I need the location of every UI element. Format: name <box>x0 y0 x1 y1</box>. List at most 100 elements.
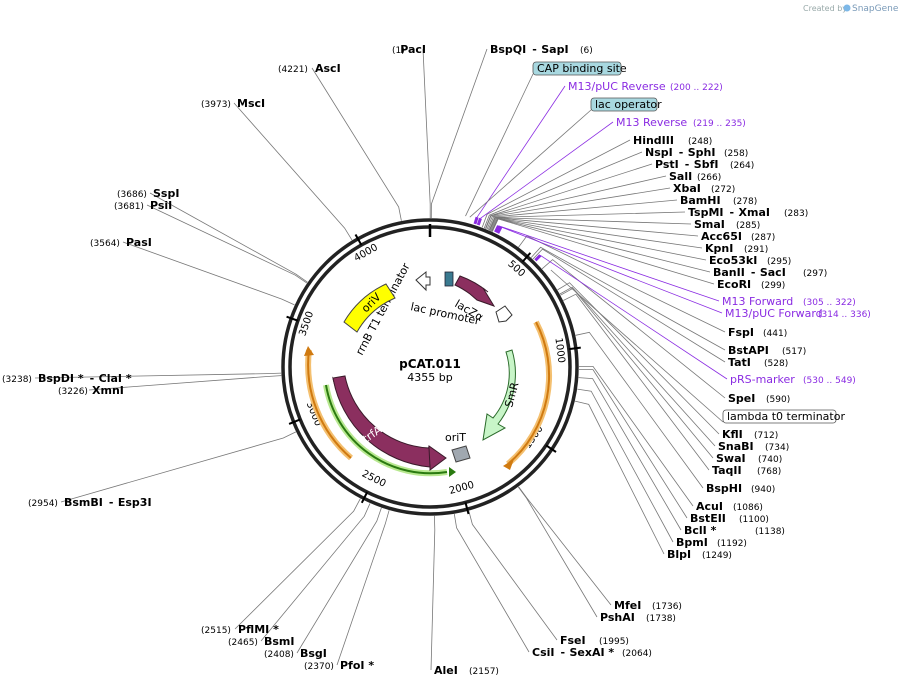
leader-nspi <box>483 151 643 229</box>
leader-fsei <box>468 510 558 641</box>
site-position: (272) <box>711 185 735 195</box>
site-snabi[interactable]: SnaBI (734) <box>718 440 789 453</box>
site-bstapi[interactable]: BstAPI(517) <box>728 344 806 357</box>
site-acc65i[interactable]: Acc65I(287) <box>701 230 775 243</box>
site-bsmbi[interactable]: BsmBI-Esp3I(2954) <box>28 496 152 509</box>
site-name: Acc65I <box>701 230 742 243</box>
site-paci[interactable]: PacI(1) <box>392 43 426 56</box>
site-position: (278) <box>733 197 757 207</box>
site-name-2: SphI <box>688 146 716 159</box>
site-bsphi[interactable]: BspHI(940) <box>706 482 775 495</box>
site-mfei[interactable]: MfeI(1736) <box>614 599 682 612</box>
feature-box-cap-binding-site[interactable]: CAP binding site <box>532 61 627 76</box>
site-sali[interactable]: SalI(266) <box>669 170 721 183</box>
site-pasi[interactable]: PasI(3564) <box>90 236 152 249</box>
site-position: (299) <box>761 281 785 291</box>
primer-prs-marker[interactable]: pRS-marker(530 .. 549) <box>730 373 856 386</box>
leader-tspmi <box>488 211 686 231</box>
site-position: (2954) <box>28 499 58 509</box>
site-swai[interactable]: SwaI(740) <box>716 452 782 465</box>
primer-m13-forward[interactable]: M13 Forward(305 .. 322) <box>722 295 856 308</box>
site-fsei[interactable]: FseI(1995) <box>560 634 629 647</box>
site-psti[interactable]: PstI-SbfI(264) <box>655 158 754 171</box>
site-spei[interactable]: SpeI(590) <box>728 392 790 405</box>
site-name: MfeI <box>614 599 641 612</box>
leader-csii <box>453 513 530 653</box>
leader-taqii <box>563 293 710 471</box>
site-fspi[interactable]: FspI(441) <box>728 326 787 339</box>
feature-box-lac-operator[interactable]: lac operator <box>590 97 662 112</box>
credit-prefix: Created by <box>803 4 847 13</box>
site-position: (734) <box>765 443 789 453</box>
site-tspmi[interactable]: TspMI-XmaI(283) <box>688 206 808 219</box>
site-bspqi[interactable]: BspQI-SapI(6) <box>490 43 593 56</box>
site-position: (283) <box>784 209 808 219</box>
site-bamhi[interactable]: BamHI(278) <box>680 194 757 207</box>
site-asci[interactable]: AscI(4221) <box>278 62 341 75</box>
site-name: KflI <box>722 428 743 441</box>
site-kfli[interactable]: KflI(712) <box>722 428 778 441</box>
primer-m13-puc-forward[interactable]: M13/pUC Forward(314 .. 336) <box>725 307 871 320</box>
leader-tati <box>532 248 726 363</box>
site-psii[interactable]: PsiI(3681) <box>114 199 172 212</box>
site-bsgi[interactable]: BsgI(2408) <box>264 647 327 660</box>
site-position: (291) <box>744 245 768 255</box>
site-hindiii[interactable]: HindIII(248) <box>633 134 712 147</box>
primer-leader-m13-puc-forward <box>500 226 723 314</box>
site-eco53ki[interactable]: Eco53kI(295) <box>709 254 791 267</box>
site-bpmi[interactable]: BpmI(1192) <box>676 536 747 549</box>
site-kpni[interactable]: KpnI(291) <box>705 242 768 255</box>
site-name: PshAI <box>600 611 635 624</box>
site-smai[interactable]: SmaI(285) <box>694 218 760 231</box>
leader-bsphi <box>575 331 704 489</box>
box-leader-cap-binding-site <box>465 73 534 217</box>
feature-box-lambda-t0-terminator[interactable]: lambda t0 terminator <box>722 409 845 424</box>
site-csii[interactable]: CsiI-SexAI *(2064) <box>532 646 652 659</box>
leader-bsmi <box>260 503 371 642</box>
site-position: (441) <box>763 329 787 339</box>
primer-mark-m13-reverse <box>476 217 482 226</box>
site-position: (4221) <box>278 65 308 75</box>
site-pshai[interactable]: PshAI(1738) <box>600 611 676 624</box>
site-blpi[interactable]: BlpI(1249) <box>667 548 732 561</box>
site-acui[interactable]: AcuI(1086) <box>696 500 763 513</box>
site-banii[interactable]: BanII-SacI(297) <box>713 266 827 279</box>
site-dash: - <box>730 206 735 219</box>
site-sspi[interactable]: SspI(3686) <box>117 187 179 200</box>
site-name: BpmI <box>676 536 708 549</box>
site-pfoi[interactable]: PfoI *(2370) <box>304 659 374 672</box>
site-xbai[interactable]: XbaI(272) <box>673 182 735 195</box>
site-position: (740) <box>758 455 782 465</box>
site-position: (1086) <box>733 503 763 513</box>
leader-bpmi <box>577 388 674 543</box>
site-name: PstI <box>655 158 679 171</box>
site-alei[interactable]: AleI(2157) <box>434 664 499 677</box>
feature-box-label: lac operator <box>595 98 662 111</box>
tick-label-2500: 2500 <box>360 469 388 490</box>
site-taqii[interactable]: TaqII(768) <box>712 464 781 477</box>
site-name: TspMI <box>688 206 724 219</box>
feature-box-label: lambda t0 terminator <box>727 410 845 423</box>
site-msci[interactable]: MscI(3973) <box>201 97 265 110</box>
primer-m13-puc-reverse[interactable]: M13/pUC Reverse(200 .. 222) <box>568 80 723 93</box>
site-nspi[interactable]: NspI-SphI(258) <box>645 146 748 159</box>
site-position: (1138) <box>755 527 785 537</box>
site-leader-lines <box>34 48 728 671</box>
site-name: PflMI * <box>238 623 279 636</box>
leader-spei <box>541 259 726 399</box>
site-bsmi[interactable]: BsmI(2465) <box>228 635 295 648</box>
primer-m13-reverse[interactable]: M13 Reverse(219 .. 235) <box>616 116 746 129</box>
site-pflmi[interactable]: PflMI *(2515) <box>201 623 279 636</box>
site-ecori[interactable]: EcoRI(299) <box>717 278 785 291</box>
site-position: (258) <box>724 149 748 159</box>
site-bcli[interactable]: BclI *(1138) <box>684 524 785 537</box>
site-position: (295) <box>767 257 791 267</box>
site-bspdi[interactable]: BspDI *-ClaI *(3238) <box>2 372 132 385</box>
primer-mark-prs-marker <box>534 254 542 262</box>
site-tati[interactable]: TatI(528) <box>728 356 788 369</box>
leader-ecori <box>491 218 715 285</box>
site-name: SnaBI <box>718 440 754 453</box>
site-dash: - <box>679 146 684 159</box>
site-xmni[interactable]: XmnI(3226) <box>58 384 124 397</box>
site-bsteii[interactable]: BstEII(1100) <box>690 512 769 525</box>
